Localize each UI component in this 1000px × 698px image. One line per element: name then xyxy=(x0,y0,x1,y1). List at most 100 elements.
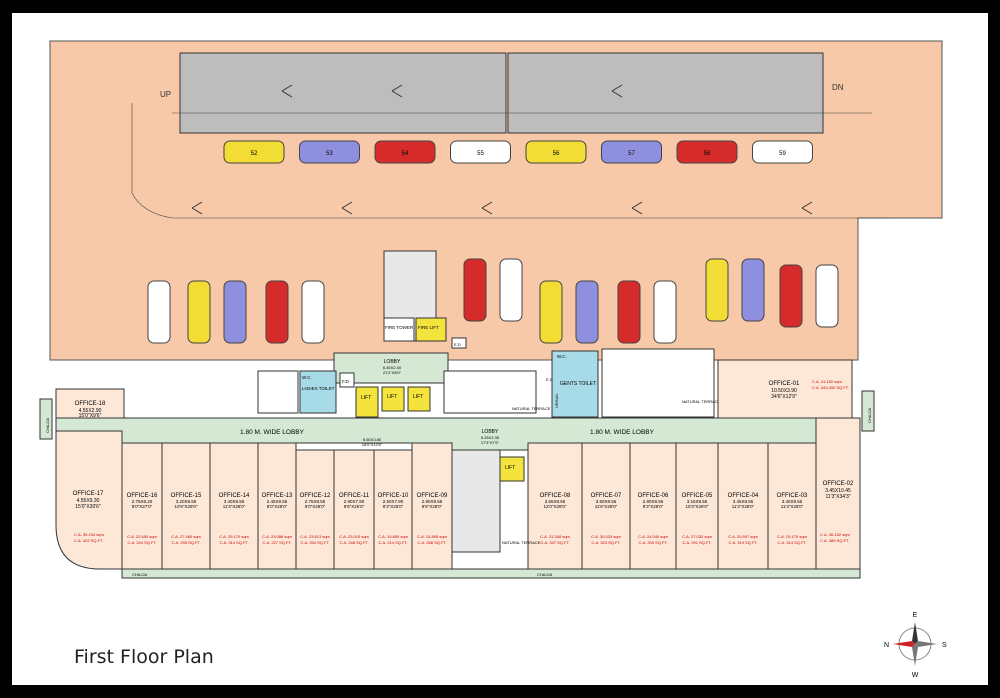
parked-car xyxy=(815,264,839,328)
office-09-dim: 2.90X8.55 xyxy=(422,499,443,504)
driveway-arrows xyxy=(191,201,813,215)
office-06-name: OFFICE-06 xyxy=(638,493,669,499)
office-06-ca-m: C.A. 24.040 sqm xyxy=(638,534,668,539)
office-16-dim: 2.75X8.20 xyxy=(132,499,153,504)
upper-lobby-label: LOBBY xyxy=(384,359,401,365)
office-03-ft: 11'3"X28'0" xyxy=(781,504,804,509)
office-15-ca-f: C.A. 295 SQ.FT. xyxy=(171,540,200,545)
fd-room xyxy=(339,372,355,388)
office-15 xyxy=(161,442,211,570)
office-08 xyxy=(527,442,583,570)
urinal-label: URINAL xyxy=(554,393,559,408)
office-06 xyxy=(629,442,677,570)
office-14-dim: 3.40X8.55 xyxy=(224,499,245,504)
office-10-ca-f: C.A. 214 SQ.FT. xyxy=(378,540,407,545)
lift-2 xyxy=(381,386,405,412)
office-05-ft: 10'3"X28'0" xyxy=(686,504,709,509)
wc-left-label: W.C. xyxy=(302,375,312,380)
office-01-ft: 34'6"X12'9" xyxy=(771,394,797,400)
office-03 xyxy=(767,442,817,570)
office-09-ft: 9'6"X28'0" xyxy=(422,504,443,509)
office-05-name: OFFICE-05 xyxy=(682,493,713,499)
office-02-ca-m: C.A. 36.152 sqm xyxy=(820,532,850,537)
parked-car xyxy=(223,280,247,344)
office-08-ft: 12'0"X28'0" xyxy=(544,504,567,509)
office-09-name: OFFICE-09 xyxy=(417,493,448,499)
office-04-ca-f: C.A. 319 SQ.FT. xyxy=(728,540,757,545)
fire-lift xyxy=(415,317,447,342)
chajja-label-left: CHAJJA xyxy=(45,418,50,433)
office-10-ca-m: C.A. 19.850 sqm xyxy=(378,534,408,539)
office-14-ca-f: C.A. 314 SQ.FT. xyxy=(219,540,248,545)
office-15-ca-m: C.A. 27.460 sqm xyxy=(171,534,201,539)
ladies-toilet-label: LADIES TOILET xyxy=(302,386,335,391)
car-number: 56 xyxy=(553,151,560,157)
office-02-name: OFFICE-02 xyxy=(823,481,854,487)
office-05-ca-f: C.A. 291 SQ.FT. xyxy=(682,540,711,545)
upper-lobby-dim: 6.45X2.40 xyxy=(383,365,402,370)
center-stair xyxy=(451,449,501,553)
office-12-ca-f: C.A. 254 SQ.FT. xyxy=(300,540,329,545)
office-12-ft: 9'0"X28'0" xyxy=(305,504,326,509)
office-18-ft: 15'0"X9'6" xyxy=(79,413,102,419)
parked-car xyxy=(147,280,171,344)
parked-car xyxy=(617,280,641,344)
office-14-ft: 11'3"X28'0" xyxy=(223,504,246,509)
ed-room xyxy=(451,337,467,349)
chajja-right xyxy=(861,390,875,432)
office-08-name: OFFICE-08 xyxy=(540,493,571,499)
office-13-ft: 8'0"X28'0" xyxy=(267,504,288,509)
office-17 xyxy=(55,430,123,570)
natural-terrace-label-3: NATURAL TERRACE xyxy=(502,540,541,545)
natural-terrace-label-1: NATURAL TERRACE xyxy=(512,406,551,411)
office-02 xyxy=(815,417,861,570)
fire-lift-label: FIRE LIFT xyxy=(418,325,439,330)
office-10-name: OFFICE-10 xyxy=(378,493,409,499)
office-12 xyxy=(295,449,335,570)
parked-car xyxy=(575,280,599,344)
parked-car xyxy=(676,140,738,164)
compass-w: W xyxy=(912,672,919,679)
ramp-down-label: DN xyxy=(832,83,844,92)
ramp-up-label: UP xyxy=(160,90,171,99)
lower-car-row xyxy=(147,258,839,344)
office-10-ft: 8'3"X26'0" xyxy=(383,504,404,509)
lift-2-label: LIFT xyxy=(387,394,397,400)
chajja-label-1: CHAJJA xyxy=(132,572,147,577)
chajja-label-2: CHAJJA xyxy=(537,572,552,577)
parked-car xyxy=(741,258,765,322)
office-11-name: OFFICE-11 xyxy=(339,493,370,499)
parked-car xyxy=(705,258,729,322)
ramp-right xyxy=(507,52,824,134)
office-16-name: OFFICE-16 xyxy=(127,493,158,499)
center-lobby-dim: 5.25X2.35 xyxy=(481,435,500,440)
ed-right-label: E.D xyxy=(546,377,553,382)
office-12-name: OFFICE-12 xyxy=(300,493,331,499)
lift-3-label: LIFT xyxy=(413,394,423,400)
office-11-dim: 2.90X7.90 xyxy=(344,499,365,504)
parked-car xyxy=(223,140,285,164)
car-number: 54 xyxy=(402,151,409,157)
center-lift-label: LIFT xyxy=(505,465,515,471)
parked-car xyxy=(779,264,803,328)
office-09 xyxy=(411,442,453,570)
lift-1-label: LIFT xyxy=(361,395,371,401)
office-16-ft: 9'0"X27'0" xyxy=(132,504,153,509)
ladies-toilet xyxy=(299,370,337,414)
office-16-ca-f: C.A. 244 SQ.FT. xyxy=(127,540,156,545)
office-09-ca-f: C.A. 268 SQ.FT. xyxy=(417,540,446,545)
office-09-ca-m: C.A. 24.895 sqm xyxy=(417,534,447,539)
parked-car xyxy=(450,140,511,164)
upper-lobby-ft: 21'2"X8'0" xyxy=(383,370,402,375)
parked-car xyxy=(525,140,587,164)
office-04-name: OFFICE-04 xyxy=(728,493,759,499)
fire-tower-label: FIRE TOWER xyxy=(385,325,414,330)
office-02-ca-f: C.A. 389 SQ.FT. xyxy=(820,538,849,543)
office-08-ca-f: C.A. 337 SQ.FT. xyxy=(540,540,569,545)
office-08-ca-m: C.A. 31.308 sqm xyxy=(540,534,570,539)
shaft-mid xyxy=(443,370,537,414)
office-08-dim: 3.65X8.55 xyxy=(545,499,566,504)
mid-lobby-dim: 5.50X3.80 xyxy=(363,437,382,442)
parked-car xyxy=(601,140,662,164)
